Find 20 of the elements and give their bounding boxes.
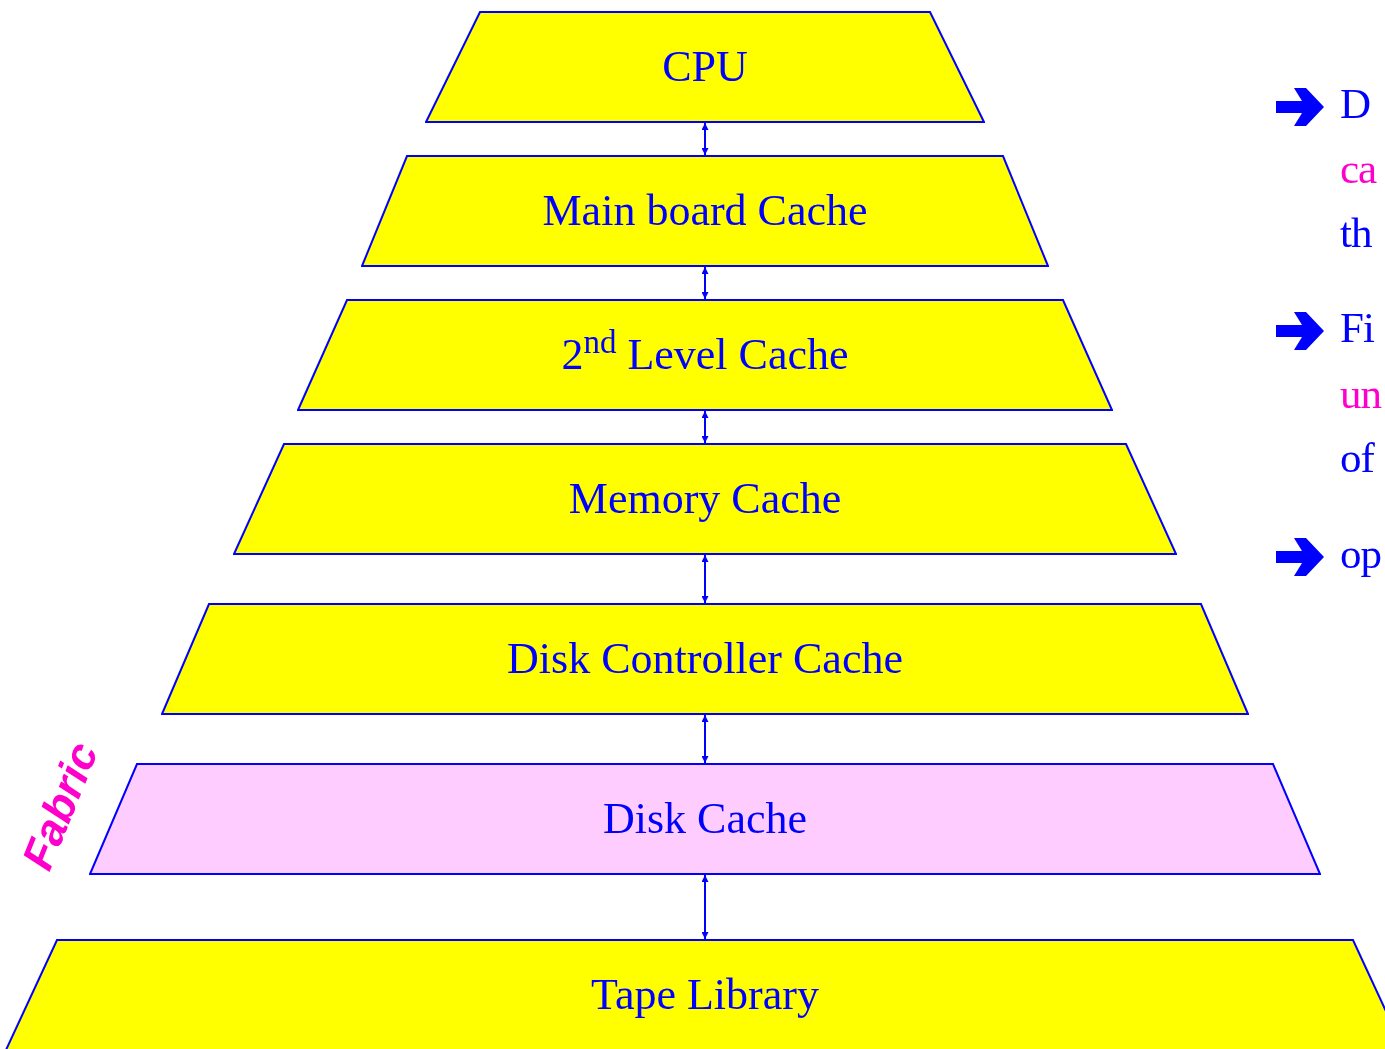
bullet-text: op bbox=[1340, 529, 1381, 579]
double-arrow bbox=[701, 122, 709, 156]
level-label: CPU bbox=[662, 45, 748, 89]
level-label: Disk Controller Cache bbox=[507, 637, 903, 681]
side-label: Fabric bbox=[14, 736, 106, 876]
double-arrow bbox=[701, 874, 709, 940]
level-label: Memory Cache bbox=[568, 477, 842, 521]
level-label: Main board Cache bbox=[542, 189, 868, 233]
double-arrow bbox=[701, 714, 709, 764]
double-arrow bbox=[701, 266, 709, 300]
bullet-text: Fi bbox=[1340, 303, 1374, 353]
bullet-text: D bbox=[1340, 79, 1371, 129]
bullet-text: un bbox=[1340, 369, 1381, 419]
double-arrow bbox=[701, 554, 709, 604]
bullet-text: th bbox=[1340, 208, 1372, 258]
double-arrow bbox=[701, 410, 709, 444]
bullet-text: of bbox=[1340, 433, 1374, 483]
level-label: Tape Library bbox=[591, 973, 819, 1017]
bullet-text: ca bbox=[1340, 144, 1377, 194]
level-label: Disk Cache bbox=[602, 797, 808, 841]
